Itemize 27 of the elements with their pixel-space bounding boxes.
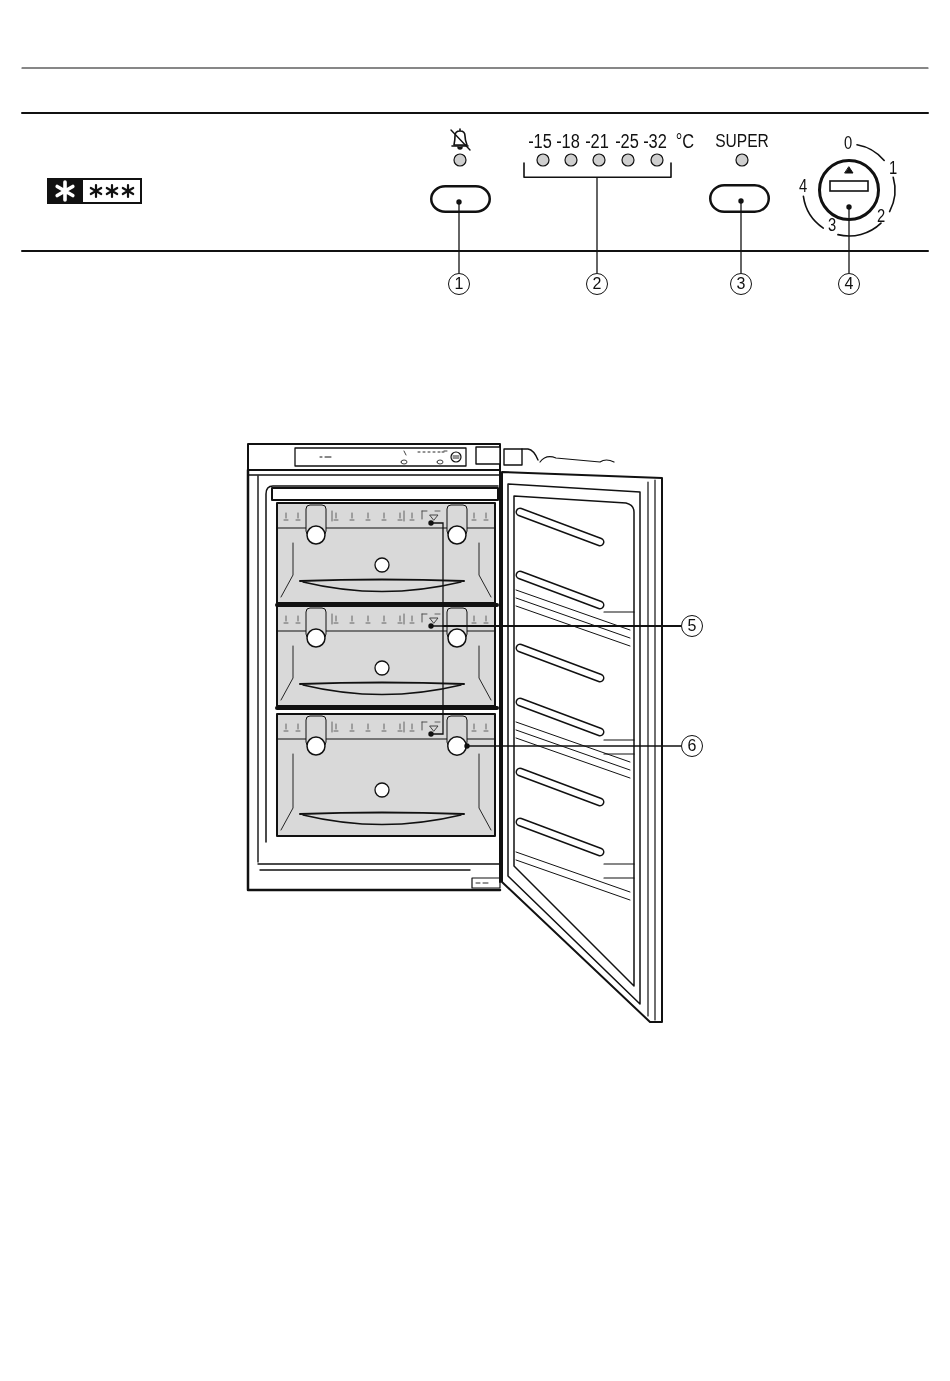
drawer-knob: [447, 736, 467, 756]
callout-number: 1: [448, 273, 470, 295]
callout-number: 5: [681, 615, 703, 637]
function-label: SUPER: [715, 130, 769, 150]
scale-number: 3: [827, 216, 837, 234]
callout-number: 2: [586, 273, 608, 295]
temperature-value: -32: [643, 131, 667, 151]
push-button: [709, 184, 770, 213]
temperature-value: -25: [615, 131, 639, 151]
callout-number: 3: [730, 273, 752, 295]
temperature-value: -21: [585, 131, 609, 151]
scale-number: 4: [798, 177, 808, 195]
leader-line: [464, 743, 682, 749]
callout-number: 4: [838, 273, 860, 295]
bracket: [523, 163, 672, 178]
scale-number: 0: [843, 134, 853, 152]
leader-line: [846, 204, 852, 274]
leader-line: [456, 199, 462, 274]
push-button: [430, 185, 491, 213]
scale-number: 2: [876, 207, 886, 225]
unit-label: °C: [675, 131, 695, 151]
scale-number: 1: [888, 159, 898, 177]
callout-number: 6: [681, 735, 703, 757]
temperature-value: -15: [528, 131, 552, 151]
leader-line: [428, 625, 682, 737]
leader-line: [738, 198, 744, 274]
temperature-value: -18: [556, 131, 580, 151]
